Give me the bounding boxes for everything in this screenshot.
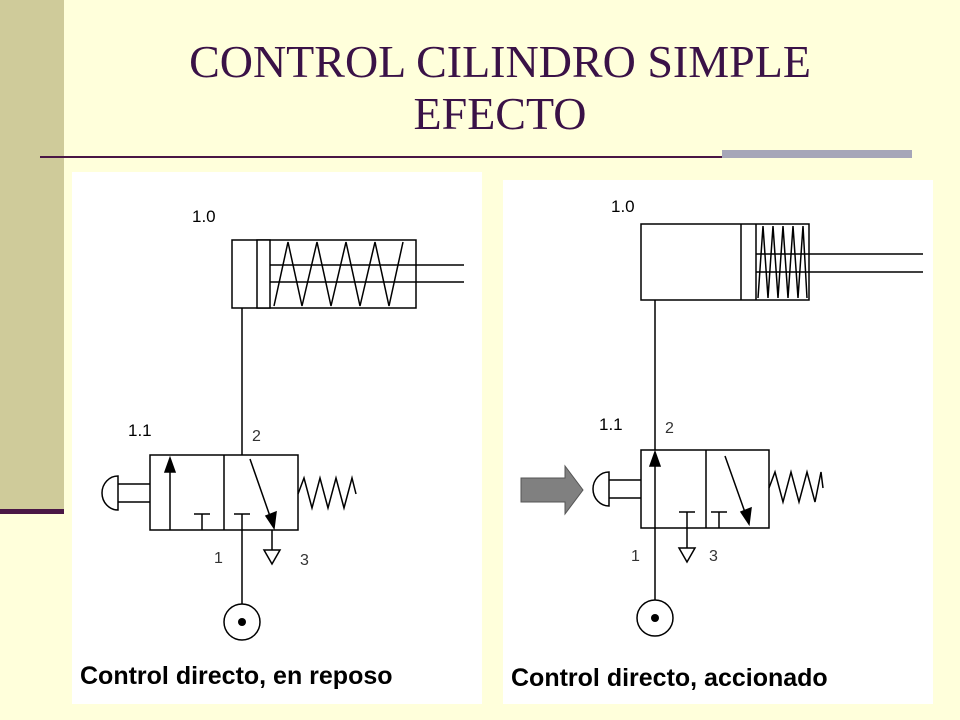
valve-label: 1.1 <box>599 415 623 434</box>
valve-spring <box>768 469 824 505</box>
pressure-source-dot <box>651 614 659 622</box>
title-rule <box>40 156 912 158</box>
cylinder-body <box>640 223 810 301</box>
valve-body <box>640 449 770 529</box>
actuation-arrow <box>520 464 584 516</box>
valve-flow-diag-head <box>739 506 752 527</box>
cylinder-spring <box>757 225 808 299</box>
diagram-actuated: 1.0 1.1 2 1 3 Control directo, accionado <box>503 180 933 704</box>
port-1-label: 1 <box>214 550 223 567</box>
cylinder-body <box>231 239 417 309</box>
valve-spring <box>297 475 357 511</box>
actuated-caption: Control directo, accionado <box>511 664 828 692</box>
pushbutton-head <box>101 475 119 511</box>
cylinder-label: 1.0 <box>611 197 635 216</box>
valve-flow-diag <box>249 458 273 523</box>
rest-schematic <box>101 239 464 641</box>
port-2-label: 2 <box>252 428 261 445</box>
actuated-schematic <box>520 223 923 637</box>
cylinder-spring <box>273 241 404 307</box>
port-1-label: 1 <box>631 548 640 565</box>
slide-title: CONTROL CILINDRO SIMPLE EFECTO <box>140 36 860 140</box>
title-rule-accent <box>722 150 912 158</box>
cylinder-piston <box>256 239 271 309</box>
valve-flow-diag-head <box>264 510 277 531</box>
pressure-source-dot <box>238 618 246 626</box>
port-3-label: 3 <box>709 548 718 565</box>
valve-flow-diag <box>724 455 748 519</box>
left-decor-bar <box>0 0 64 512</box>
cylinder-label: 1.0 <box>192 207 216 226</box>
left-decor-line <box>0 509 64 514</box>
rest-caption: Control directo, en reposo <box>80 662 393 690</box>
valve-label: 1.1 <box>128 421 152 440</box>
title-line-1: CONTROL CILINDRO SIMPLE <box>189 36 811 87</box>
title-line-2: EFECTO <box>413 88 587 139</box>
valve-flow-up-head <box>648 449 662 467</box>
valve-flow-up-head <box>163 455 177 473</box>
pushbutton-head <box>592 471 610 507</box>
exhaust-triangle <box>677 547 697 564</box>
port-3-label: 3 <box>300 552 309 569</box>
exhaust-triangle <box>262 549 282 566</box>
port-2-label: 2 <box>665 420 674 437</box>
diagram-rest: 1.0 1.1 2 1 3 Control directo, en reposo <box>72 172 482 704</box>
